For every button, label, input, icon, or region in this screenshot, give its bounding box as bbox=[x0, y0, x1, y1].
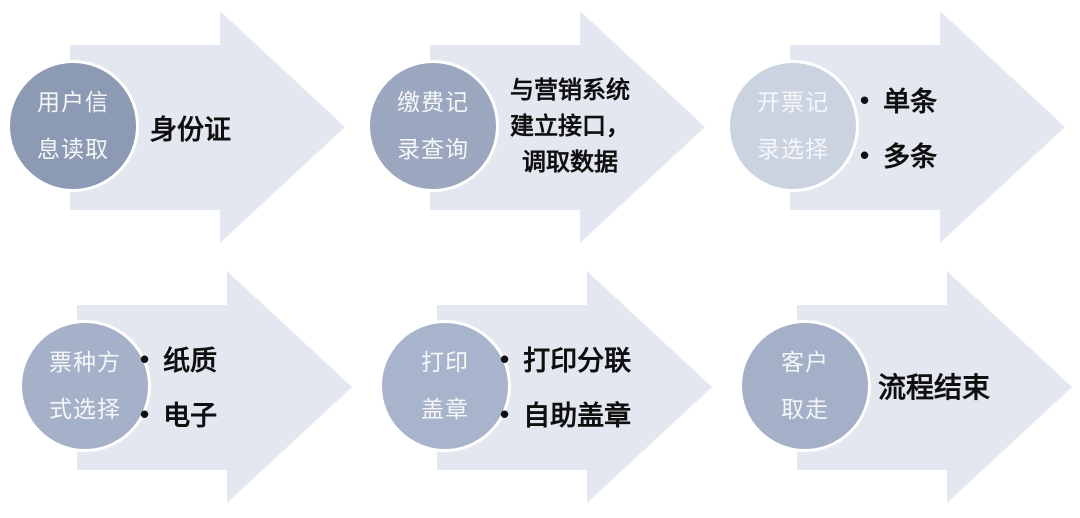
step-label: 流程结束 bbox=[878, 372, 991, 403]
bullet-item: • 自助盖章 bbox=[500, 394, 631, 433]
step-circle-label-line: 式选择 bbox=[49, 396, 121, 422]
arrow-right-icon bbox=[790, 11, 1065, 243]
step-label: 身份证 bbox=[150, 114, 231, 145]
arrow-right-icon bbox=[70, 11, 345, 243]
arrow-right-icon bbox=[77, 271, 352, 503]
bullet-icon: • bbox=[140, 398, 150, 429]
step-circle-label-line: 录选择 bbox=[757, 136, 829, 162]
bullet-item: • 多条 bbox=[860, 135, 937, 174]
bullet-icon: • bbox=[500, 398, 510, 429]
step-circle-label-line: 盖章 bbox=[421, 396, 469, 422]
step-detail-line: 调取数据 bbox=[522, 149, 618, 176]
step-circle: 开票记 录选择 bbox=[727, 60, 859, 192]
step-circle: 缴费记 录查询 bbox=[367, 60, 499, 192]
bullet-label: 打印分联 bbox=[523, 346, 632, 376]
step-circle-label-line: 息读取 bbox=[37, 136, 109, 162]
bullet-item: • 电子 bbox=[140, 394, 217, 433]
flow-step-invoice-record-select: 开票记 录选择 • 单条 • 多条 bbox=[720, 0, 1080, 259]
step-detail-line: 建立接口， bbox=[510, 113, 630, 140]
flow-step-print-stamp: 打印 盖章 • 打印分联 • 自助盖章 bbox=[360, 259, 720, 518]
bullet-label: 多条 bbox=[883, 142, 938, 172]
bullet-label: 自助盖章 bbox=[523, 401, 632, 431]
step-circle-label-line: 客户 bbox=[781, 349, 829, 375]
step-circle-label-line: 缴费记 bbox=[397, 89, 469, 115]
bullet-icon: • bbox=[860, 84, 870, 115]
step-detail: 与营销系统 建立接口， 调取数据 bbox=[478, 0, 662, 254]
bullet-label: 纸质 bbox=[163, 346, 218, 376]
bullet-icon: • bbox=[860, 139, 870, 170]
step-circle: 票种方 式选择 bbox=[19, 320, 151, 452]
flow-step-ticket-type-select: 票种方 式选择 • 纸质 • 电子 bbox=[0, 259, 360, 518]
step-circle-label-line: 开票记 bbox=[757, 89, 829, 115]
step-bullet-list: • 纸质 • 电子 bbox=[140, 259, 217, 513]
step-circle: 用户信 息读取 bbox=[7, 60, 139, 192]
bullet-icon: • bbox=[140, 343, 150, 374]
bullet-item: • 打印分联 bbox=[500, 339, 631, 378]
step-bullet-list: • 单条 • 多条 bbox=[860, 0, 937, 254]
arrow-right-icon bbox=[797, 271, 1072, 503]
step-circle: 客户 取走 bbox=[739, 320, 871, 452]
arrow-right-icon bbox=[437, 271, 712, 503]
step-circle: 打印 盖章 bbox=[379, 320, 511, 452]
bullet-item: • 单条 bbox=[860, 80, 937, 119]
arrow-right-icon bbox=[430, 11, 705, 243]
bullet-icon: • bbox=[500, 343, 510, 374]
bullet-item: • 纸质 bbox=[140, 339, 217, 378]
bullet-label: 电子 bbox=[163, 401, 218, 431]
bullet-label: 单条 bbox=[883, 87, 938, 117]
step-circle-label-line: 录查询 bbox=[397, 136, 469, 162]
step-circle-label-line: 取走 bbox=[781, 396, 829, 422]
step-circle-label-line: 打印 bbox=[421, 349, 469, 375]
step-circle-label-line: 票种方 bbox=[49, 349, 121, 375]
step-bullet-list: • 打印分联 • 自助盖章 bbox=[500, 259, 631, 513]
flow-step-user-info-read: 用户信 息读取 身份证 bbox=[0, 0, 360, 259]
step-detail-line: 与营销系统 bbox=[510, 77, 630, 104]
step-circle-label-line: 用户信 bbox=[37, 89, 109, 115]
flow-step-payment-record-query: 缴费记 录查询 与营销系统 建立接口， 调取数据 bbox=[360, 0, 720, 259]
flow-step-customer-take: 客户 取走 流程结束 bbox=[720, 259, 1080, 518]
